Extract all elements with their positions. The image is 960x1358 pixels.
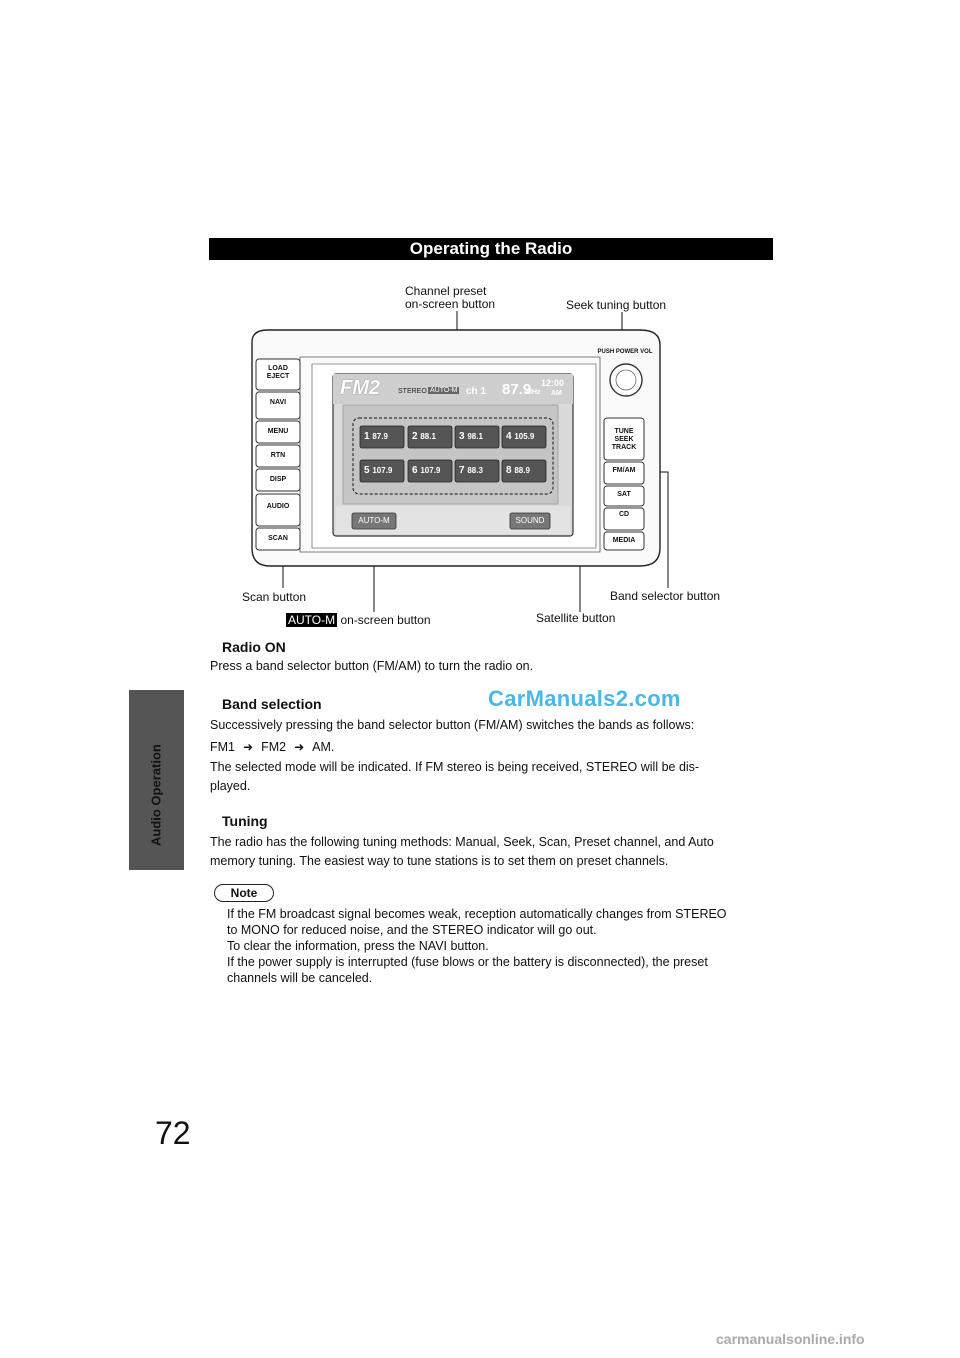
band-selection-heading: Band selection bbox=[222, 696, 322, 712]
callout-seek-tuning: Seek tuning button bbox=[566, 298, 667, 312]
band-seq-fm1: FM1 bbox=[210, 740, 235, 754]
section-header: Operating the Radio bbox=[209, 238, 773, 260]
rtn-button[interactable]: RTN bbox=[270, 452, 286, 459]
screen-freq-unit: MHz bbox=[526, 389, 541, 396]
note-line-3: To clear the information, press the NAVI… bbox=[227, 939, 489, 953]
preset-7-label[interactable]: 7 88.3 bbox=[459, 465, 483, 476]
radio-on-heading: Radio ON bbox=[222, 639, 286, 655]
tuning-heading: Tuning bbox=[222, 813, 268, 829]
screen-band: FM2 bbox=[340, 377, 380, 399]
callout-band-selector: Band selector button bbox=[610, 589, 721, 603]
band-seq-am: AM. bbox=[312, 740, 335, 754]
disp-button[interactable]: DISP bbox=[269, 476, 287, 483]
menu-button[interactable]: MENU bbox=[267, 428, 289, 435]
preset-5-label[interactable]: 5 107.9 bbox=[364, 465, 393, 476]
band-selection-text-2: The selected mode will be indicated. If … bbox=[210, 760, 700, 774]
sat-button[interactable]: SAT bbox=[617, 491, 631, 498]
note-line-1: If the FM broadcast signal becomes weak,… bbox=[227, 907, 727, 921]
side-tab bbox=[129, 690, 184, 870]
screen-auto-m: AUTO-M bbox=[428, 387, 460, 394]
auto-m-suffix: on-screen button bbox=[340, 613, 431, 627]
callout-auto-m: AUTO-M on-screen button bbox=[286, 613, 431, 627]
fm-am-button[interactable]: FM/AM bbox=[612, 467, 636, 474]
preset-1-label[interactable]: 1 87.9 bbox=[364, 431, 388, 442]
side-tab-label: Audio Operation bbox=[148, 744, 164, 846]
scan-button[interactable]: SCAN bbox=[268, 535, 288, 542]
band-selection-text: Successively pressing the band selector … bbox=[210, 718, 695, 732]
radio-on-text: Press a band selector button (FM/AM) to … bbox=[210, 659, 534, 673]
screen-auto-m-button[interactable]: AUTO-M bbox=[358, 516, 390, 525]
radio-unit-diagram bbox=[251, 311, 669, 612]
tune-seek-button[interactable]: TUNE SEEK TRACK bbox=[611, 428, 637, 451]
screen-frequency: 87.9 bbox=[502, 381, 532, 398]
preset-8-label[interactable]: 8 88.9 bbox=[506, 465, 530, 476]
band-seq-fm2: FM2 bbox=[261, 740, 287, 754]
screen-clock: 12:00 bbox=[541, 378, 565, 388]
audio-button[interactable]: AUDIO bbox=[266, 503, 290, 510]
callout-satellite: Satellite button bbox=[536, 611, 616, 625]
media-button[interactable]: MEDIA bbox=[612, 537, 636, 544]
arrow-right-icon: ➜ bbox=[243, 740, 254, 754]
preset-2-label[interactable]: 2 88.1 bbox=[412, 431, 436, 442]
navi-button[interactable]: NAVI bbox=[269, 399, 287, 406]
footer-watermark: carmanualsonline.info bbox=[716, 1331, 865, 1347]
arrow-right-icon: ➜ bbox=[294, 740, 305, 754]
note-line-4: If the power supply is interrupted (fuse… bbox=[227, 955, 708, 969]
screen-channel: ch 1 bbox=[466, 386, 487, 397]
callout-channel-preset-2: on-screen button bbox=[405, 297, 496, 311]
band-sequence: FM1 ➜ FM2 ➜ AM. bbox=[210, 738, 334, 757]
load-eject-button[interactable]: LOAD EJECT bbox=[266, 365, 290, 380]
watermark: CarManuals2.com bbox=[488, 686, 681, 711]
preset-3-label[interactable]: 3 98.1 bbox=[459, 431, 483, 442]
tuning-text-1: The radio has the following tuning metho… bbox=[210, 835, 714, 849]
power-vol-label: PUSH POWER VOL bbox=[597, 349, 653, 355]
preset-6-label[interactable]: 6 107.9 bbox=[412, 465, 441, 476]
note-badge: Note bbox=[214, 884, 274, 902]
screen-sound-button[interactable]: SOUND bbox=[515, 516, 545, 525]
page-number: 72 bbox=[155, 1115, 191, 1151]
cd-button[interactable]: CD bbox=[618, 511, 630, 518]
tuning-text-2: memory tuning. The easiest way to tune s… bbox=[210, 854, 669, 868]
screen-ampm: AM bbox=[551, 390, 562, 397]
callout-channel-preset-1: Channel preset bbox=[405, 284, 487, 298]
band-selection-text-3: played. bbox=[210, 779, 251, 793]
note-line-5: channels will be canceled. bbox=[227, 971, 373, 985]
screen-stereo: STEREO bbox=[398, 388, 427, 395]
note-line-2: to MONO for reduced noise, and the STERE… bbox=[227, 923, 597, 937]
preset-4-label[interactable]: 4 105.9 bbox=[506, 431, 535, 442]
callout-scan: Scan button bbox=[242, 590, 307, 604]
auto-m-badge: AUTO-M bbox=[286, 613, 338, 627]
